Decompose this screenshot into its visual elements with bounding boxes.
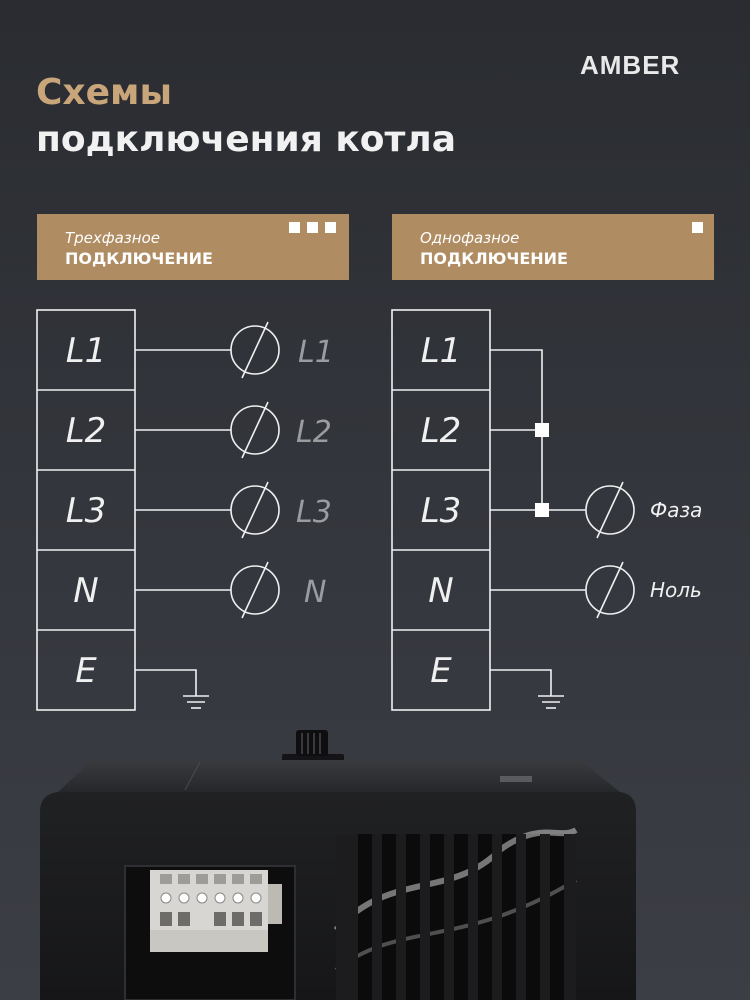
boiler-device-illustration — [40, 730, 636, 1000]
breaker-icon — [585, 481, 635, 539]
breaker-icon — [230, 321, 280, 379]
junction-node-icon — [535, 503, 549, 517]
terminal-label: L3 — [66, 491, 107, 531]
output-label: L3 — [296, 495, 332, 530]
three-phase-terminal-labels: L1 L2 L3 N E — [66, 331, 107, 691]
control-knob-icon — [296, 730, 328, 756]
terminal-label: E — [75, 651, 97, 691]
terminal-label: N — [73, 571, 98, 611]
breaker-icon — [230, 401, 280, 459]
page-title-line1: Схемы — [36, 72, 173, 113]
single-phase-diagram — [391, 309, 635, 711]
single-phase-label-connection: ПОДКЛЮЧЕНИЕ — [420, 249, 568, 268]
breaker-icon — [585, 561, 635, 619]
terminal-label: N — [428, 571, 453, 611]
terminal-label: L2 — [66, 411, 107, 451]
phase-square-icon — [325, 222, 336, 233]
terminal-connector-block — [150, 870, 282, 952]
breaker-icon — [230, 481, 280, 539]
device-top-badge — [500, 776, 532, 782]
page-title-line2: подключения котла — [36, 119, 457, 160]
single-phase-label-type: Однофазное — [420, 229, 520, 247]
output-label: L1 — [298, 335, 334, 370]
junction-node-icon — [535, 423, 549, 437]
output-label-phase: Фаза — [650, 498, 702, 522]
terminal-label: L2 — [421, 411, 462, 451]
terminal-label: L1 — [421, 331, 462, 371]
phase-square-icon — [692, 222, 703, 233]
phase-square-icon — [289, 222, 300, 233]
device-top-face — [58, 760, 620, 792]
ground-icon — [490, 669, 564, 709]
three-phase-diagram — [36, 309, 280, 711]
output-label-neutral: Ноль — [650, 578, 702, 602]
single-phase-banner: Однофазное ПОДКЛЮЧЕНИЕ — [392, 214, 714, 280]
brand-logo: AMBER — [580, 50, 681, 80]
three-phase-label-type: Трехфазное — [65, 229, 160, 247]
output-label: L2 — [296, 415, 332, 450]
breaker-icon — [230, 561, 280, 619]
three-phase-banner: Трехфазное ПОДКЛЮЧЕНИЕ — [37, 214, 349, 280]
output-label: N — [304, 575, 326, 610]
three-phase-output-labels: L1 L2 L3 N — [296, 335, 334, 610]
terminal-label: E — [430, 651, 452, 691]
ground-icon — [135, 669, 209, 709]
ventilation-grille — [333, 827, 578, 1000]
terminal-label: L1 — [66, 331, 107, 371]
single-phase-terminal-labels: L1 L2 L3 N E — [421, 331, 462, 691]
phase-square-icon — [307, 222, 318, 233]
terminal-label: L3 — [421, 491, 462, 531]
three-phase-label-connection: ПОДКЛЮЧЕНИЕ — [65, 249, 213, 268]
single-phase-output-labels: Фаза Ноль — [650, 498, 702, 602]
